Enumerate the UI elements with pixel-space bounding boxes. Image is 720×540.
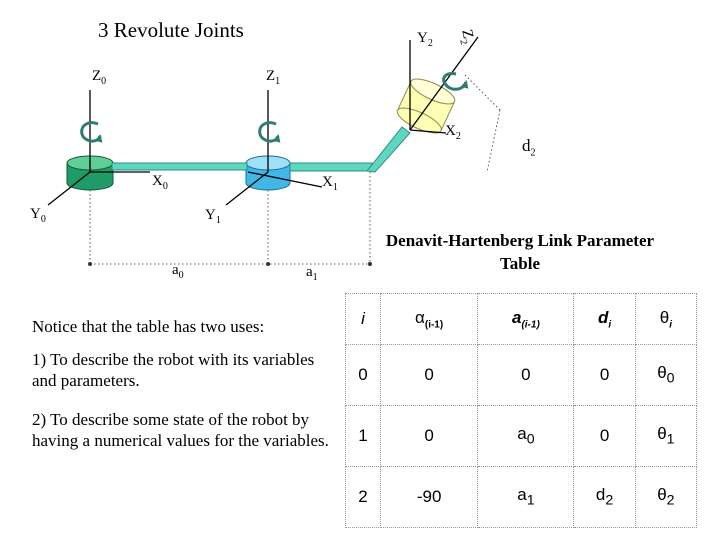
x0-label: X0 xyxy=(152,173,168,192)
header-a: a(i-1) xyxy=(477,293,575,345)
x1-label: X1 xyxy=(322,174,338,193)
a0-start-tick xyxy=(88,262,92,266)
x2-axis xyxy=(409,129,447,134)
notes-use-2: 2) To describe some state of the robot b… xyxy=(32,410,329,450)
link1-bar xyxy=(289,126,411,173)
x1-axis xyxy=(247,171,323,188)
d2-label: d2 xyxy=(522,136,536,159)
coordinate-axes xyxy=(47,36,479,206)
y2-label: Y2 xyxy=(417,30,433,49)
cell-d: 0 xyxy=(573,344,636,406)
cell-a: 0 xyxy=(477,344,575,406)
x2-label: X2 xyxy=(445,123,461,142)
header-d: di xyxy=(573,293,636,345)
a1-label: a1 xyxy=(306,264,318,283)
table-row: 2 -90 a1 d2 θ2 xyxy=(345,466,698,528)
y1-label: Y1 xyxy=(205,207,221,226)
d2-dimension-line-b xyxy=(486,109,501,173)
y0-label: Y0 xyxy=(30,206,46,225)
a0-end-tick xyxy=(266,262,270,266)
dh-table-title: Denavit-Hartenberg Link Parameter Table xyxy=(385,231,655,273)
y1-axis xyxy=(225,171,269,206)
dimension-lines xyxy=(89,74,501,265)
cell-i: 1 xyxy=(345,405,381,467)
y0-axis xyxy=(47,171,91,206)
cell-i: 2 xyxy=(345,466,381,528)
rotation-arrow-joint2 xyxy=(442,72,469,91)
cell-theta: θ1 xyxy=(634,405,698,467)
rotation-arrow-joint0 xyxy=(80,121,103,143)
a1-end-tick xyxy=(368,262,372,266)
rotation-arrow-joint1 xyxy=(258,121,281,143)
cell-a: a0 xyxy=(477,405,575,467)
dimension-ticks xyxy=(88,262,372,266)
cell-d: 0 xyxy=(573,405,636,467)
cell-theta: θ2 xyxy=(634,466,698,528)
table-row: 1 0 a0 0 θ1 xyxy=(345,405,698,467)
table-row: 0 0 0 0 θ0 xyxy=(345,344,698,406)
a0-label: a0 xyxy=(172,262,184,281)
z1-label: Z1 xyxy=(266,68,281,87)
cell-d: d2 xyxy=(573,466,636,528)
joint2-cylinder xyxy=(396,78,456,134)
cell-alpha: -90 xyxy=(379,466,479,528)
cell-theta: θ0 xyxy=(634,344,698,406)
notes-intro: Notice that the table has two uses: xyxy=(32,317,265,336)
header-i: i xyxy=(345,293,381,345)
cell-a: a1 xyxy=(477,466,575,528)
diagram-title: 3 Revolute Joints xyxy=(98,18,244,42)
dh-parameter-table: i α(i-1) a(i-1) di θi 0 0 0 0 θ0 1 0 a0 … xyxy=(345,293,698,528)
cell-alpha: 0 xyxy=(379,405,479,467)
link0-bar xyxy=(111,162,248,171)
cell-alpha: 0 xyxy=(379,344,479,406)
notes-use-1: 1) To describe the robot with its variab… xyxy=(32,350,315,390)
header-theta: θi xyxy=(634,293,698,345)
cell-i: 0 xyxy=(345,344,381,406)
d2-dimension-line xyxy=(464,74,501,111)
table-header-row: i α(i-1) a(i-1) di θi xyxy=(345,293,698,345)
header-alpha: α(i-1) xyxy=(379,293,479,345)
z0-label: Z0 xyxy=(92,68,107,87)
